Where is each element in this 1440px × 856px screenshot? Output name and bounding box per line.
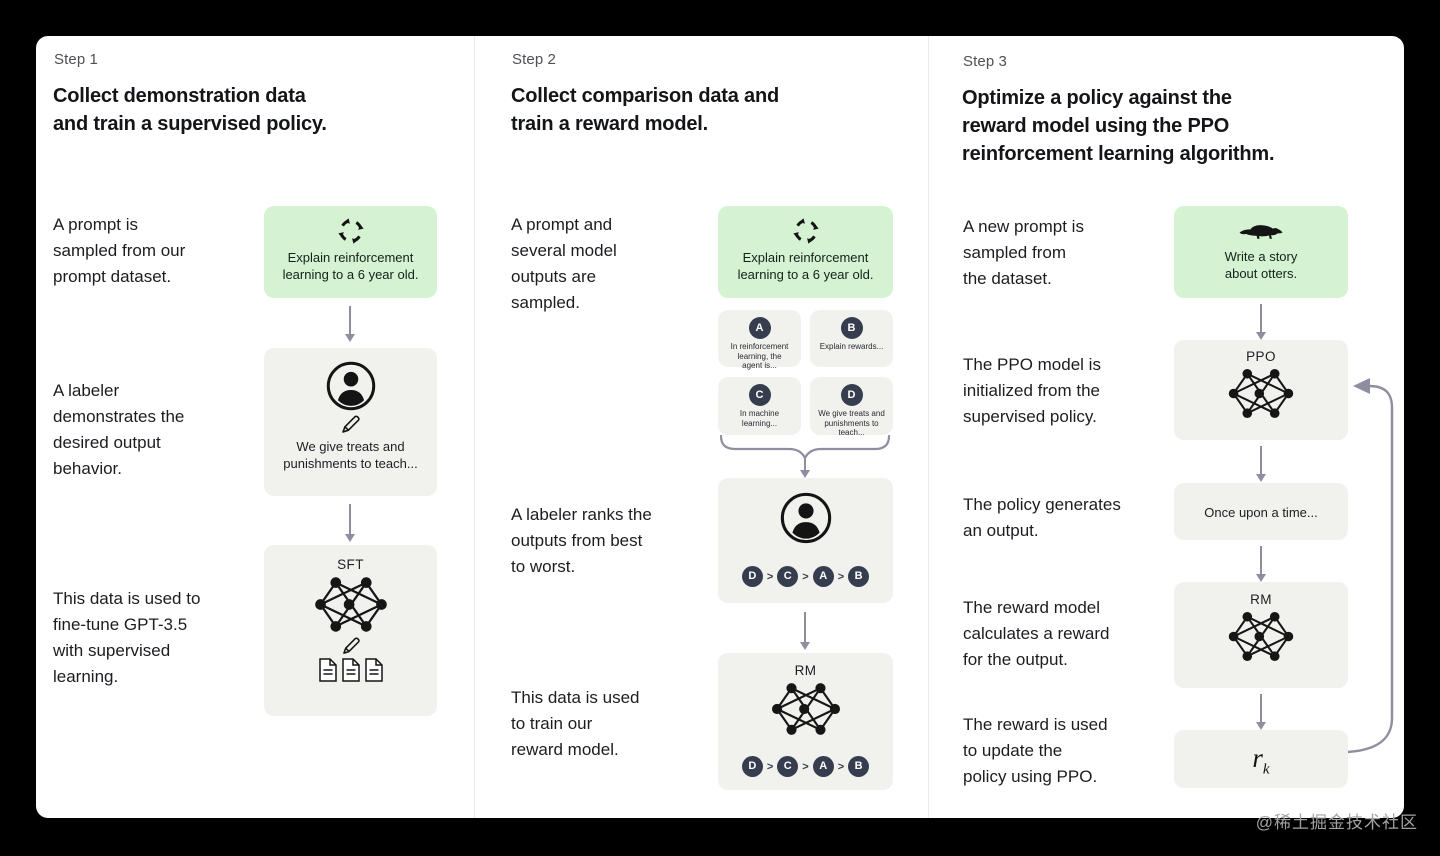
pencil-icon: [342, 415, 360, 433]
rank-separator: >: [802, 760, 809, 773]
otter-icon: [1239, 225, 1283, 239]
output-text: We give treats and punishments to teach.…: [818, 409, 885, 437]
column-divider: [928, 36, 929, 818]
ppo-label: PPO: [1246, 349, 1276, 364]
prompt-box-step2: Explain reinforcement learning to a 6 ye…: [718, 206, 893, 298]
step-3-caption-ppo-init: The PPO model is initialized from the su…: [963, 355, 1101, 426]
reward-model-box-step2: RM D > C > A > B: [718, 653, 893, 790]
step-2-title: Collect comparison data and train a rewa…: [511, 85, 779, 135]
prompt-text: Write a story about otters.: [1224, 249, 1298, 281]
output-badge: C: [748, 384, 771, 406]
rank-separator: >: [802, 570, 809, 583]
labeler-ranking-box: D > C > A > B: [718, 478, 893, 603]
arrow-down-icon: [1255, 446, 1266, 482]
output-text: In reinforcement learning, the agent is.…: [730, 342, 789, 370]
ranking-row: D > C > A > B: [718, 756, 893, 777]
rm-label: RM: [1250, 592, 1272, 607]
rank-badge: C: [777, 756, 799, 777]
labeler-icon: [780, 492, 831, 544]
rank-badge: D: [741, 566, 763, 587]
step-1-caption-labeler: A labeler demonstrates the desired outpu…: [53, 381, 185, 478]
labeler-icon: [326, 361, 375, 411]
step-3-title: Optimize a policy against the reward mod…: [962, 87, 1275, 165]
brace-icon: [719, 435, 891, 460]
output-badge: A: [748, 317, 771, 339]
rank-badge: A: [812, 566, 834, 587]
prompt-box-step1: Explain reinforcement learning to a 6 ye…: [264, 206, 437, 298]
rank-separator: >: [837, 760, 845, 773]
sft-model-box: SFT: [264, 545, 437, 716]
cycle-icon: [337, 217, 365, 245]
prompt-text: Explain reinforcement learning to a 6 ye…: [282, 250, 419, 282]
ppo-model-box: PPO: [1174, 340, 1348, 440]
policy-output-text: Once upon a time...: [1204, 505, 1318, 520]
output-card-c: C In machine learning...: [718, 377, 801, 435]
output-card-a: A In reinforcement learning, the agent i…: [718, 310, 801, 370]
rank-badge: B: [848, 756, 870, 777]
output-card-b: B Explain rewards...: [810, 310, 893, 367]
pencil-icon: [342, 637, 360, 654]
rank-separator: >: [837, 570, 845, 583]
arrow-down-icon: [1255, 694, 1266, 730]
rm-label: RM: [794, 663, 817, 678]
step-2-caption-ranks: A labeler ranks the outputs from best to…: [511, 505, 652, 576]
neural-network-icon: [770, 682, 841, 736]
rank-badge: B: [848, 566, 870, 587]
step-2-label: Step 2: [512, 51, 556, 68]
prompt-text: Explain reinforcement learning to a 6 ye…: [737, 250, 874, 282]
rank-badge: D: [741, 756, 763, 777]
rank-badge: C: [777, 566, 799, 587]
step-3-caption-reward-calc: The reward model calculates a reward for…: [963, 598, 1110, 669]
step-3-caption-new-prompt: A new prompt is sampled from the dataset…: [963, 217, 1084, 288]
demonstration-box: We give treats and punishments to teach.…: [264, 348, 437, 496]
reward-model-box-step3: RM: [1174, 582, 1348, 688]
arrow-down-icon: [1255, 546, 1266, 582]
neural-network-icon: [313, 576, 388, 633]
column-divider: [474, 36, 475, 818]
arrow-down-icon: [344, 306, 355, 342]
policy-output-box: Once upon a time...: [1174, 483, 1348, 540]
output-text: In machine learning...: [739, 409, 780, 428]
output-text: Explain rewards...: [819, 342, 884, 351]
neural-network-icon: [1227, 610, 1295, 663]
step-3-caption-reward-update: The reward is used to update the policy …: [963, 715, 1108, 786]
arrow-down-icon: [799, 612, 810, 650]
arrow-down-icon: [344, 504, 355, 542]
documents-icon: [318, 658, 383, 682]
demonstration-text: We give treats and punishments to teach.…: [283, 439, 418, 471]
ranking-row: D > C > A > B: [718, 566, 893, 587]
step-3-label: Step 3: [963, 53, 1007, 70]
step-1-caption-prompt: A prompt is sampled from our prompt data…: [53, 215, 186, 286]
step-2-caption-sampled: A prompt and several model outputs are s…: [511, 215, 617, 312]
output-badge: B: [840, 317, 863, 339]
arrow-down-icon: [1255, 304, 1266, 340]
sft-label: SFT: [337, 557, 364, 572]
output-card-d: D We give treats and punishments to teac…: [810, 377, 893, 437]
step-1-caption-finetune: This data is used to fine-tune GPT-3.5 w…: [53, 589, 201, 686]
model-outputs-grid: A In reinforcement learning, the agent i…: [718, 310, 893, 437]
diagram-card: Step 1 Collect demonstration data and tr…: [36, 36, 1404, 818]
watermark: @稀土掘金技术社区: [1255, 813, 1418, 832]
step-2-caption-train: This data is used to train our reward mo…: [511, 688, 640, 759]
output-badge: D: [840, 384, 863, 406]
cycle-icon: [792, 217, 820, 245]
rank-separator: >: [766, 760, 774, 773]
rank-badge: A: [812, 756, 834, 777]
neural-network-icon: [1227, 367, 1295, 420]
step-1-title: Collect demonstration data and train a s…: [53, 85, 327, 135]
step-3-caption-generates: The policy generates an output.: [963, 495, 1121, 540]
reward-symbol: rk: [1252, 743, 1270, 778]
rank-separator: >: [766, 570, 774, 583]
prompt-box-step3: Write a story about otters.: [1174, 206, 1348, 298]
step-1-label: Step 1: [54, 51, 98, 68]
reward-value-box: rk: [1174, 730, 1348, 788]
arrow-down-icon: [799, 458, 810, 478]
